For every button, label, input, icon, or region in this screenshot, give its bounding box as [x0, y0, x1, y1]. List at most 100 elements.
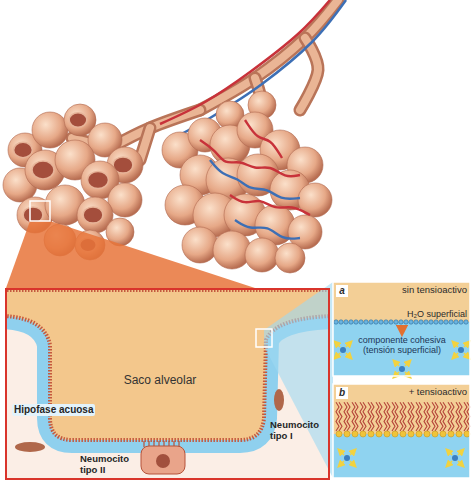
force-arrow	[464, 353, 469, 358]
surface-water-molecule	[369, 320, 373, 324]
alveolus	[182, 227, 218, 263]
molecule-dot	[458, 347, 464, 353]
surfactant-tail	[419, 402, 422, 431]
type-one-cell	[15, 442, 45, 452]
microvillus	[143, 441, 144, 447]
zoom-square	[256, 329, 272, 347]
surfactant-tail	[443, 402, 446, 431]
molecule-dot	[340, 347, 346, 353]
capillary	[200, 140, 300, 176]
alveolus-opening	[69, 113, 87, 127]
force-arrow	[350, 461, 355, 466]
blood-vessel	[160, 0, 330, 124]
panel-border	[333, 384, 470, 478]
surfactant-tail	[451, 402, 454, 431]
surfactant-tail	[368, 402, 371, 431]
alveolus	[108, 183, 142, 217]
node-text: sin tensioactivo	[379, 285, 467, 296]
surfactant-head	[336, 431, 342, 437]
panel-letter: a	[336, 285, 348, 297]
surfactant-tail	[456, 402, 459, 431]
surfactant-tail	[336, 402, 339, 431]
surfactant-tail	[347, 402, 350, 431]
force-arrow	[453, 342, 458, 347]
part-label: Neumocito tipo II	[80, 454, 138, 476]
alveolus-opening	[32, 161, 54, 179]
zoom-wedge	[264, 282, 333, 478]
force-arrow	[346, 342, 351, 347]
cut-alveolus	[108, 183, 142, 217]
surface-water-molecule	[394, 320, 398, 324]
force-arrow	[458, 450, 463, 455]
inset-frame	[6, 289, 329, 479]
surfactant-tail	[360, 402, 363, 431]
panel-air	[333, 282, 470, 322]
water-molecule	[394, 361, 410, 377]
alveolar-sac	[6, 290, 329, 474]
bronchus	[300, 38, 318, 110]
zoom-square	[30, 201, 50, 221]
part-label: Neumocito tipo I	[270, 420, 328, 442]
surface-water-molecule	[359, 320, 363, 324]
surfactant-tail	[411, 402, 414, 431]
surface-water-molecule	[379, 320, 383, 324]
surfactant-head	[352, 431, 358, 437]
bronchus-outline	[140, 128, 150, 160]
surfactant-tail	[400, 402, 403, 431]
surfactant-head	[376, 431, 382, 437]
surface-water-molecule	[439, 320, 443, 324]
alveolus	[32, 112, 68, 148]
surfactant-tail	[416, 402, 419, 431]
surfactant-tail	[355, 402, 358, 431]
node-text: Saco alveolar	[90, 374, 230, 388]
surface-water-molecule	[354, 320, 358, 324]
surfactant-tail	[376, 402, 379, 431]
force-arrow	[447, 461, 452, 466]
surfactant-head	[440, 431, 446, 437]
surfactant-tail	[440, 402, 443, 431]
alveolus-opening	[88, 171, 109, 188]
capillary	[235, 220, 300, 239]
surfactant-tail	[344, 402, 347, 431]
surfactant-tail	[339, 402, 342, 431]
surfactant-head	[400, 431, 406, 437]
surface-water-molecule	[419, 320, 423, 324]
surface-water-molecule	[409, 320, 413, 324]
capillary	[245, 120, 282, 158]
molecule-dot	[399, 366, 405, 372]
surfactant-tail	[427, 402, 430, 431]
panel-box: b+ tensioactivo	[333, 384, 470, 478]
cohesion-arrow	[401, 326, 404, 333]
surface-water-molecule	[414, 320, 418, 324]
surfactant-head	[448, 431, 454, 437]
cell-nucleus	[156, 454, 170, 468]
capillary	[210, 160, 300, 199]
molecule-dot	[452, 455, 458, 461]
surfactant-head	[416, 431, 422, 437]
surfactant-tail	[352, 402, 355, 431]
surfactant-head	[408, 431, 414, 437]
surface-water-molecule	[449, 320, 453, 324]
surface-water-molecule	[344, 320, 348, 324]
surfactant-tail	[379, 402, 382, 431]
alveolus	[275, 243, 305, 273]
panel-border	[333, 282, 470, 376]
surfactant-tail	[424, 402, 427, 431]
force-arrow	[350, 450, 355, 455]
surface-water-molecule	[404, 320, 408, 324]
force-arrow	[405, 361, 410, 366]
alveolus-opening	[83, 207, 103, 223]
surfactant-tail	[384, 402, 387, 431]
panel-blue	[333, 282, 470, 376]
zoom-wedge	[6, 221, 255, 288]
surfactant-tail	[464, 402, 467, 431]
water-molecule	[339, 450, 355, 466]
node-text: H₂O superficial	[389, 309, 467, 319]
surfactant-tail	[387, 402, 390, 431]
surface-water-molecule	[459, 320, 463, 324]
force-arrow	[346, 353, 351, 358]
sac-label-box: Saco alveolar	[90, 372, 230, 392]
surfactant-head	[424, 431, 430, 437]
surface-water-molecule	[339, 320, 343, 324]
